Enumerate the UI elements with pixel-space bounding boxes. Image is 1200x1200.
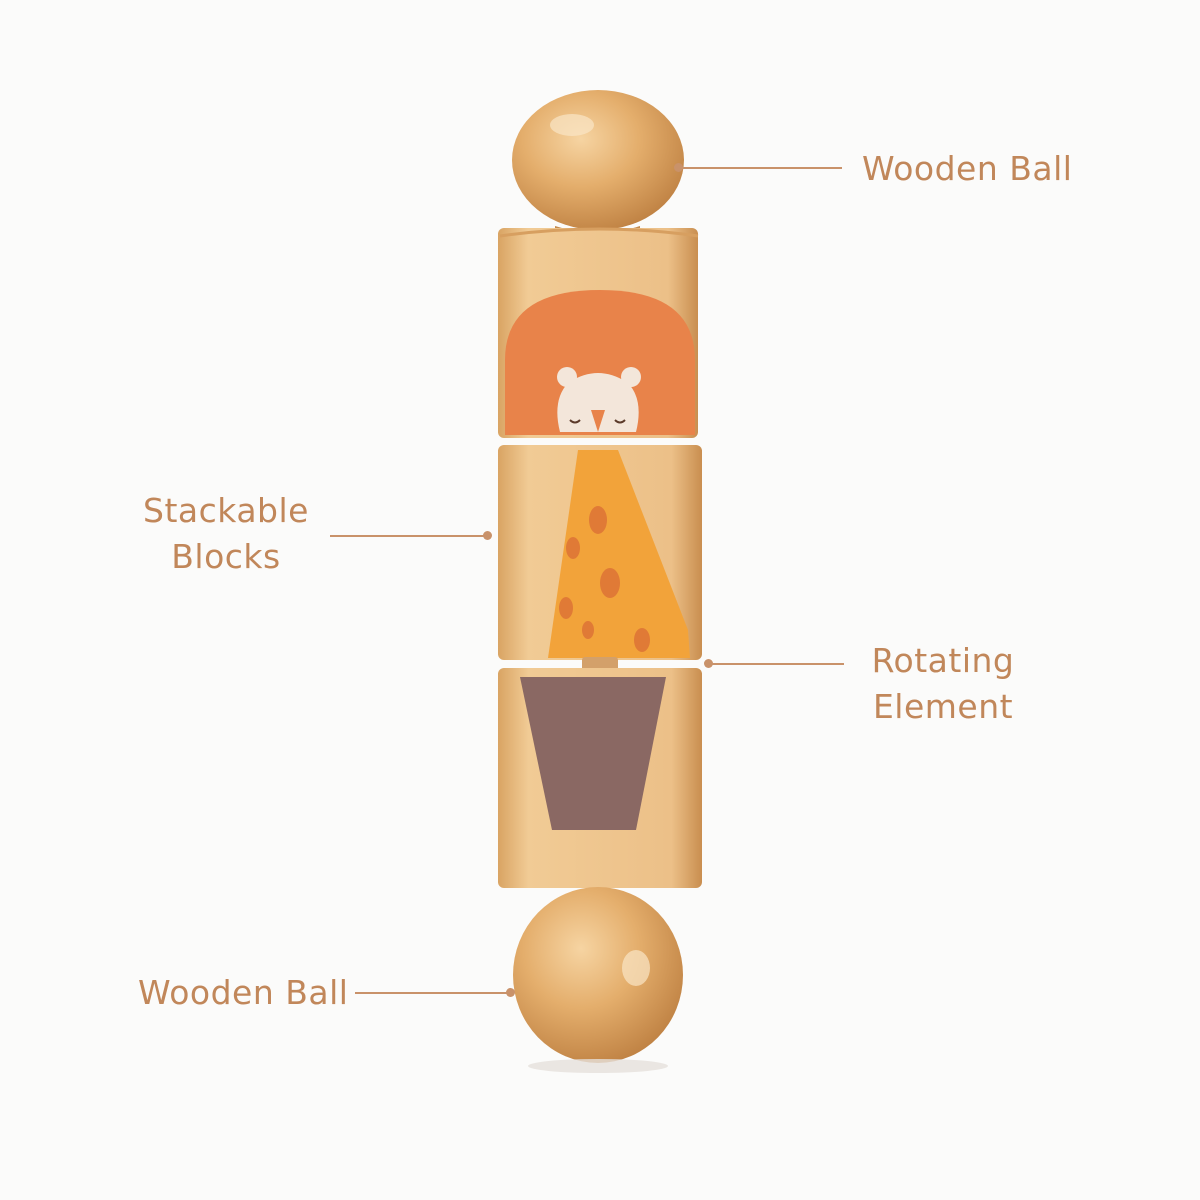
label-bottom-ball-text: Wooden Ball	[138, 973, 349, 1012]
leader-dot-bottom-ball	[506, 988, 515, 997]
label-bottom-wooden-ball: Wooden Ball	[138, 970, 348, 1016]
block-giraffe	[498, 445, 702, 660]
leader-dot-blocks	[483, 531, 492, 540]
label-top-wooden-ball: Wooden Ball	[862, 146, 1072, 192]
leader-line-rotating	[712, 663, 844, 665]
label-top-ball-text: Wooden Ball	[862, 149, 1073, 188]
leader-dot-top-ball	[674, 163, 683, 172]
label-stackable-blocks: Stackable Blocks	[138, 488, 314, 580]
label-rotating-line1: Rotating	[871, 641, 1015, 680]
label-blocks-line2: Blocks	[171, 537, 281, 576]
block-trunk	[498, 668, 702, 888]
label-blocks-line1: Stackable	[143, 491, 309, 530]
block-lion	[498, 227, 699, 438]
leader-line-top-ball	[680, 167, 842, 169]
leader-line-bottom-ball	[355, 992, 507, 994]
label-rotating-element: Rotating Element	[866, 638, 1020, 730]
leader-dot-rotating	[704, 659, 713, 668]
bottom-wooden-ball	[513, 887, 683, 1073]
top-wooden-ball	[512, 90, 684, 233]
label-rotating-line2: Element	[872, 687, 1014, 726]
leader-line-blocks	[330, 535, 484, 537]
